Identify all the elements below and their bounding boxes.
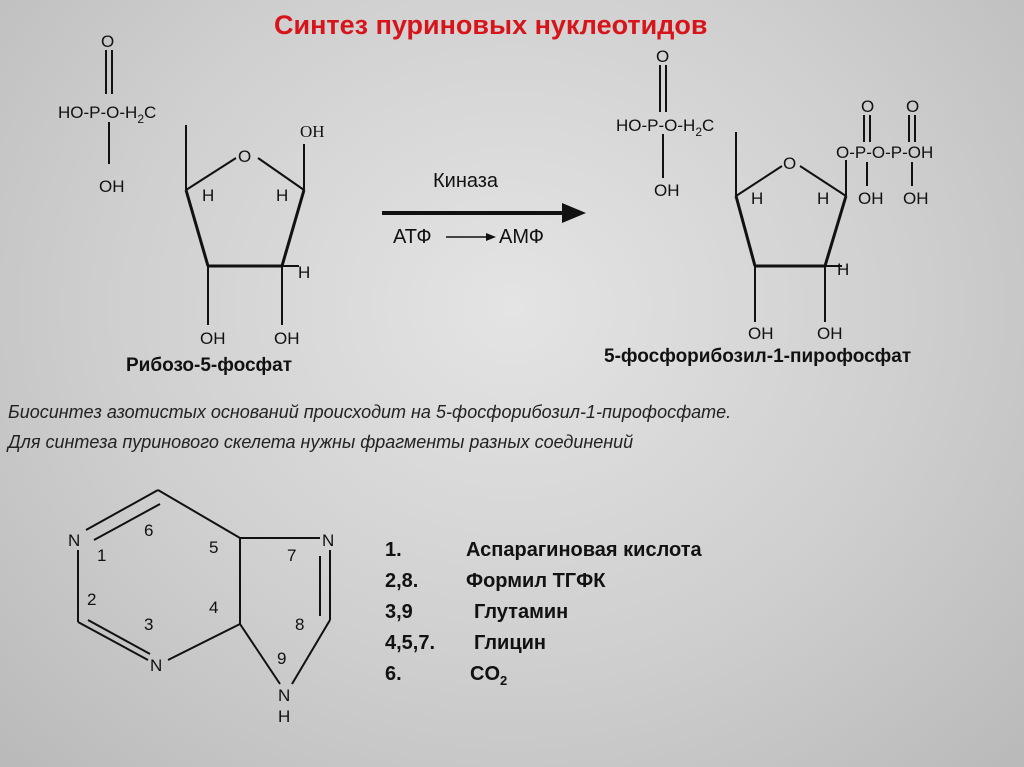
prpp-pyro-oxygen-1: O: [861, 97, 874, 116]
purine-number-3: 3: [144, 615, 153, 634]
source-5-positions: 6.: [385, 663, 402, 685]
ribose-phosphate-group: HO-P-O-H2C: [58, 103, 156, 126]
source-1-positions: 1.: [385, 539, 402, 561]
ribose-c2-hydroxyl: OH: [274, 329, 300, 348]
note-line-1: Биосинтез азотистых оснований происходит…: [8, 402, 732, 422]
prpp-caption: 5-фосфорибозил-1-пирофосфат: [604, 346, 912, 367]
purine-number-4: 4: [209, 598, 218, 617]
ribose-c1-hydrogen: H: [276, 186, 288, 205]
source-4-compound: Глицин: [474, 632, 547, 654]
purine-number-5: 5: [209, 538, 218, 557]
ribose-c4-hydrogen: H: [202, 186, 214, 205]
prpp-c2-hydrogen: H: [837, 260, 849, 279]
source-2-compound: Формил ТГФК: [466, 570, 606, 592]
purine-number-8: 8: [295, 615, 304, 634]
prpp-pyrophosphate-chain: O-P-O-P-OH: [836, 143, 933, 162]
purine-atom-n9: N: [278, 686, 290, 705]
source-3-compound: Глутамин: [474, 601, 569, 623]
ribose-c1-hydroxyl: OH: [300, 122, 325, 141]
prpp-c3-hydroxyl: OH: [748, 324, 774, 343]
source-1-compound: Аспарагиновая кислота: [466, 539, 702, 561]
purine-number-1: 1: [97, 546, 106, 565]
prpp-c4-hydrogen: H: [751, 189, 763, 208]
purine-atom-n7: N: [322, 531, 334, 550]
prpp-pyro-hydroxyl-1: OH: [858, 189, 884, 208]
atp-label: АТФ: [393, 226, 432, 248]
purine-number-2: 2: [87, 590, 96, 609]
ribose-c2-hydrogen: H: [298, 263, 310, 282]
purine-atom-n1: N: [68, 531, 80, 550]
ribose-caption: Рибозо-5-фосфат: [126, 355, 293, 376]
prpp-carbonyl-oxygen: O: [656, 47, 669, 66]
prpp-phosphate-hydroxyl: OH: [654, 181, 680, 200]
enzyme-label: Киназа: [433, 170, 499, 192]
source-5-compound: CO2: [470, 663, 508, 688]
ribose-ring-oxygen: O: [238, 147, 251, 166]
prpp-phosphate-group: HO-P-O-H2C: [616, 116, 714, 139]
prpp-ring-oxygen: O: [783, 154, 796, 173]
source-4-positions: 4,5,7.: [385, 632, 436, 654]
prpp-bonds: [659, 65, 916, 322]
prpp-c1-hydrogen: H: [817, 189, 829, 208]
purine-number-6: 6: [144, 521, 153, 540]
slide-title: Синтез пуриновых нуклеотидов: [274, 10, 708, 40]
note-line-2: Для синтеза пуринового скелета нужны фра…: [8, 432, 634, 452]
source-3-positions: 3,9: [385, 601, 413, 623]
source-2-positions: 2,8.: [385, 570, 419, 592]
prpp-pyro-oxygen-2: O: [906, 97, 919, 116]
prpp-c2-hydroxyl: OH: [817, 324, 843, 343]
small-arrow-head: [486, 233, 496, 241]
purine-number-9: 9: [277, 649, 286, 668]
amp-label: АМФ: [499, 226, 544, 248]
ribose-carbonyl-oxygen: O: [101, 32, 114, 51]
ribose-bonds: [105, 50, 306, 325]
main-arrow-head: [562, 203, 586, 223]
ribose-phosphate-hydroxyl: OH: [99, 177, 125, 196]
purine-atom-n3: N: [150, 656, 162, 675]
purine-number-7: 7: [287, 546, 296, 565]
purine-bonds: [77, 489, 331, 685]
ribose-c3-hydroxyl: OH: [200, 329, 226, 348]
purine-atom-h9: H: [278, 707, 290, 726]
prpp-pyro-hydroxyl-2: OH: [903, 189, 929, 208]
